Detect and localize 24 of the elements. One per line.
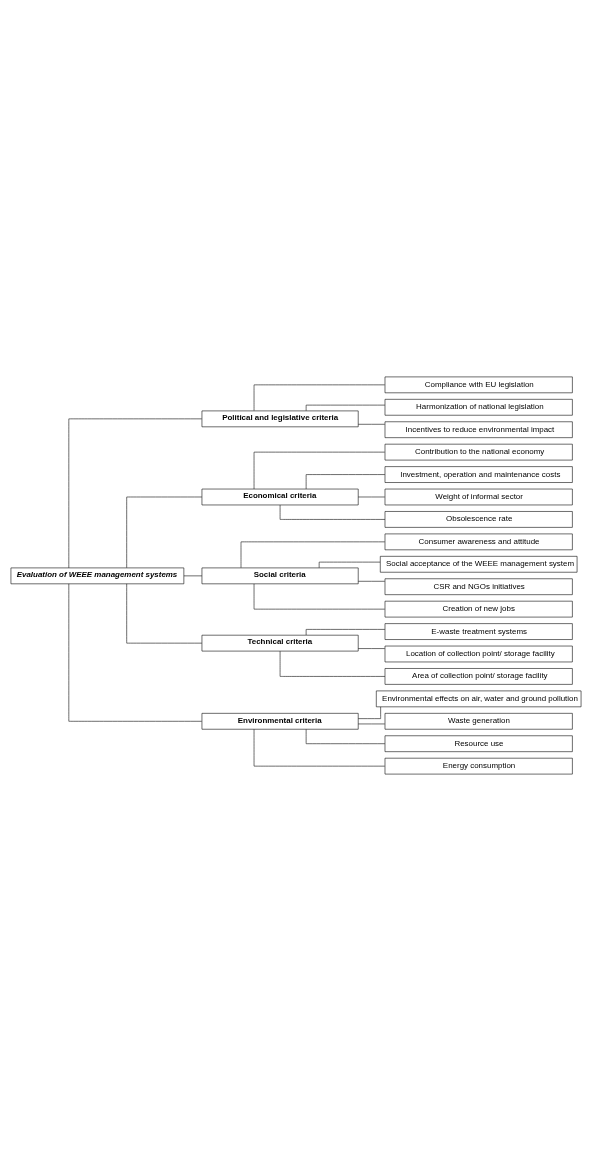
node-box: E-waste treatment systems bbox=[384, 623, 573, 640]
node-box: Energy consumption bbox=[384, 757, 573, 775]
node-box: Obsolescence rate bbox=[384, 511, 573, 528]
node-box: Social acceptance of the WEEE management system bbox=[380, 556, 578, 573]
node-box: Location of collection point/ storage facility bbox=[384, 645, 573, 663]
node-box: Harmonization of national legislation bbox=[384, 399, 573, 416]
node-box: Technical criteria bbox=[201, 634, 359, 652]
node-box: Consumer awareness and attitude bbox=[384, 533, 573, 551]
node-box: Compliance with EU legislation bbox=[384, 376, 573, 394]
node-box: Investment, operation and maintenance costs bbox=[384, 466, 573, 483]
node-box: Weight of informal sector bbox=[384, 488, 573, 506]
node-box: Evaluation of WEEE management systems bbox=[10, 567, 185, 585]
node-box: Creation of new jobs bbox=[384, 600, 573, 618]
node-box: CSR and NGOs initiatives bbox=[384, 578, 573, 595]
node-box: Economical criteria bbox=[201, 488, 359, 506]
node-box: Resource use bbox=[384, 735, 573, 752]
node-box: Incentives to reduce environmental impact bbox=[384, 421, 573, 438]
node-box: Waste generation bbox=[384, 713, 573, 730]
node-box: Social criteria bbox=[201, 567, 359, 585]
node-box: Contribution to the national economy bbox=[384, 443, 573, 461]
node-box: Environmental criteria bbox=[201, 713, 359, 730]
node-box: Area of collection point/ storage facility bbox=[384, 668, 573, 685]
node-box: Environmental effects on air, water and ground pollution bbox=[376, 690, 582, 708]
node-box: Political and legislative criteria bbox=[201, 410, 359, 428]
